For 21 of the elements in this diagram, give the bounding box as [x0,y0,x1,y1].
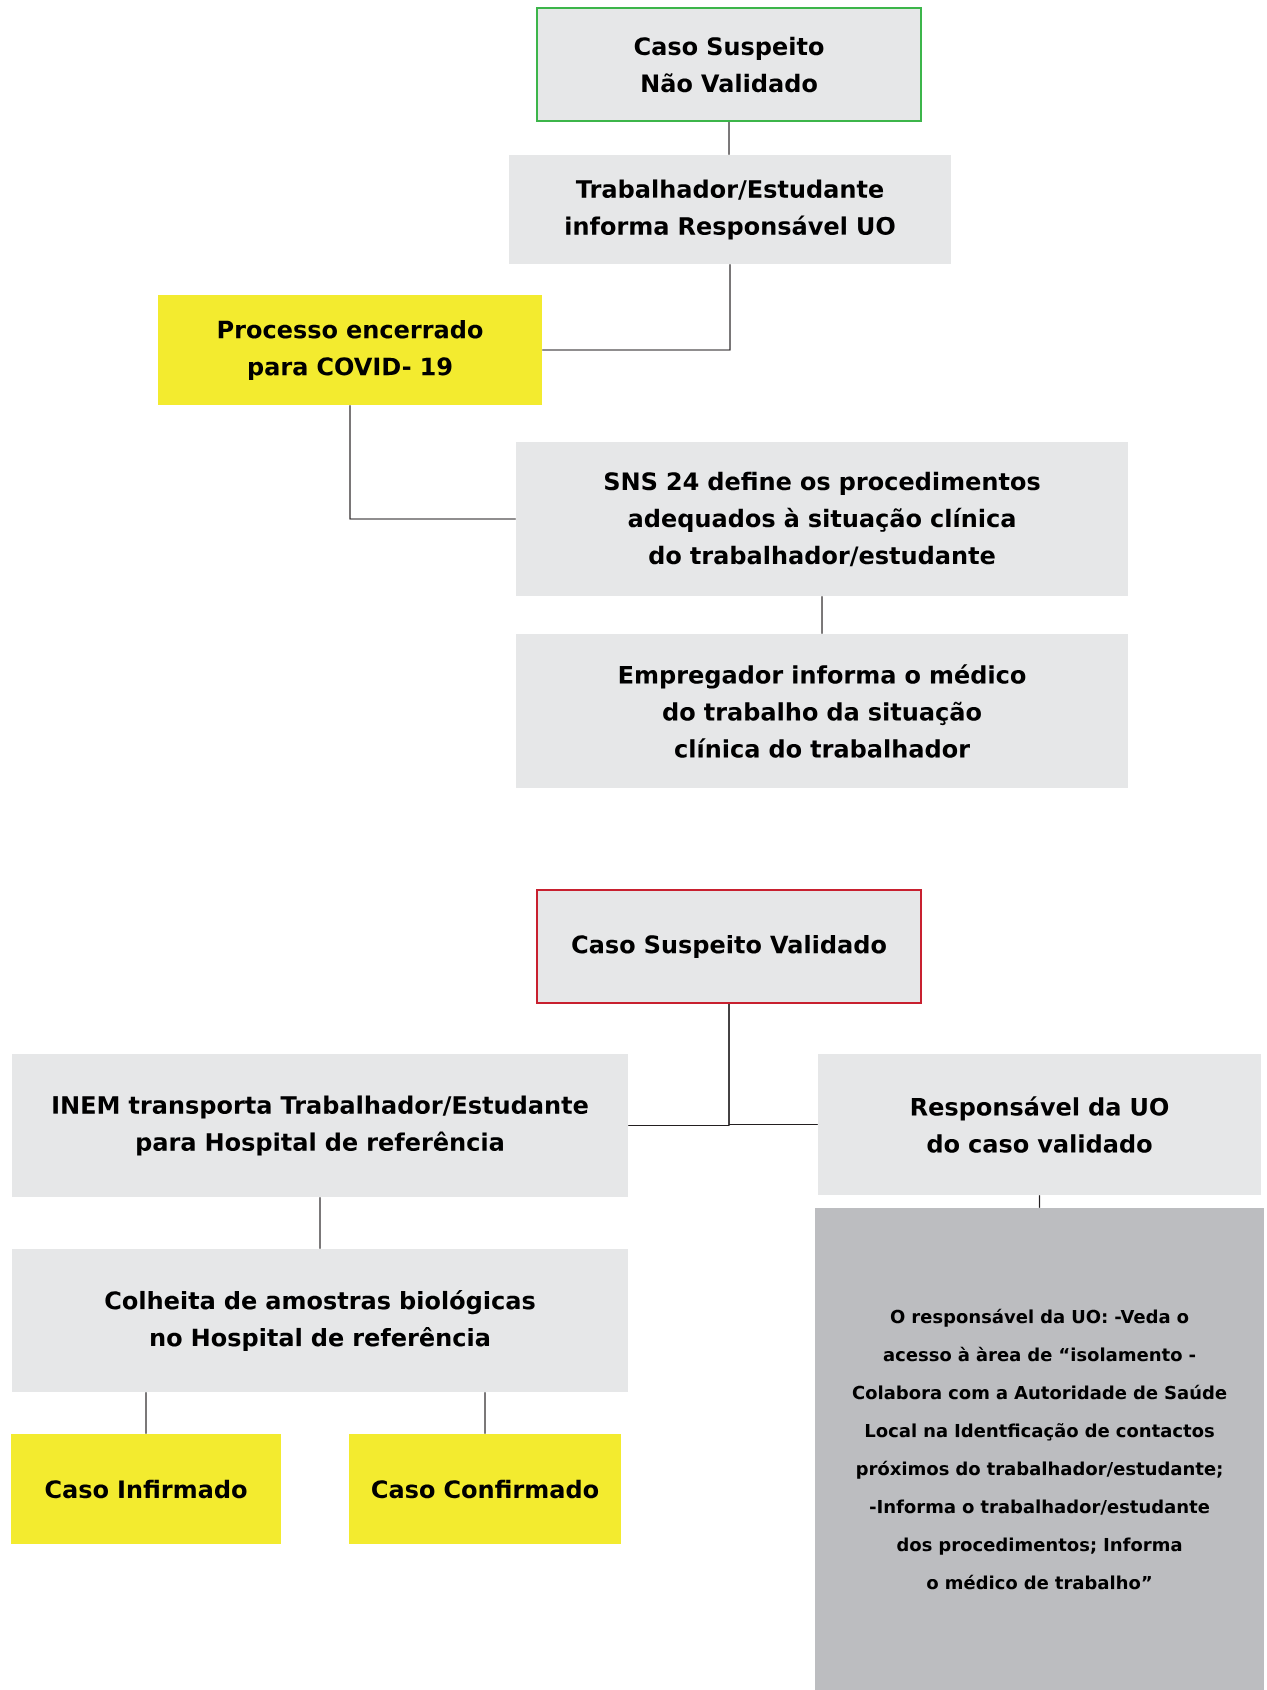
connector-line [728,121,730,156]
connector-line [484,1391,486,1435]
connector-line [145,1391,147,1435]
connector-line [349,404,517,520]
process-box: INEM transporta Trabalhador/Estudante para Hospital de referência [12,1054,628,1197]
process-box: SNS 24 define os procedimentos adequados à situação clínica do trabalhador/estudante [516,442,1128,596]
process-box: Empregador informa o médico do trabalho da situação clínica do trabalhador [516,634,1128,788]
process-box: Responsável da UO do caso validado [818,1054,1261,1195]
outcome-box: Caso Infirmado [11,1434,281,1544]
status-box: Caso Suspeito Não Validado [536,7,922,122]
status-box: Caso Suspeito Validado [536,889,922,1004]
note-box: O responsável da UO: -Veda o acesso à àrea de “isolamento - Colabora com a Autoridade de Saúde Local na Identficação de contactos próximos do trabalhador/estudante; -Informa o trabalhador/estudante dos procedimentos; Informa o médico de trabalho” [815,1208,1264,1690]
outcome-box: Caso Confirmado [349,1434,621,1544]
outcome-box: Processo encerrado para COVID- 19 [158,295,542,405]
connector-line [821,595,823,635]
process-box: Trabalhador/Estudante informa Responsável UO [509,155,951,264]
process-box: Colheita de amostras biológicas no Hospital de referência [12,1249,628,1392]
connector-line [541,263,731,351]
connector-line [1038,1194,1041,1209]
connector-line [728,1003,819,1126]
connector-line [319,1196,321,1250]
